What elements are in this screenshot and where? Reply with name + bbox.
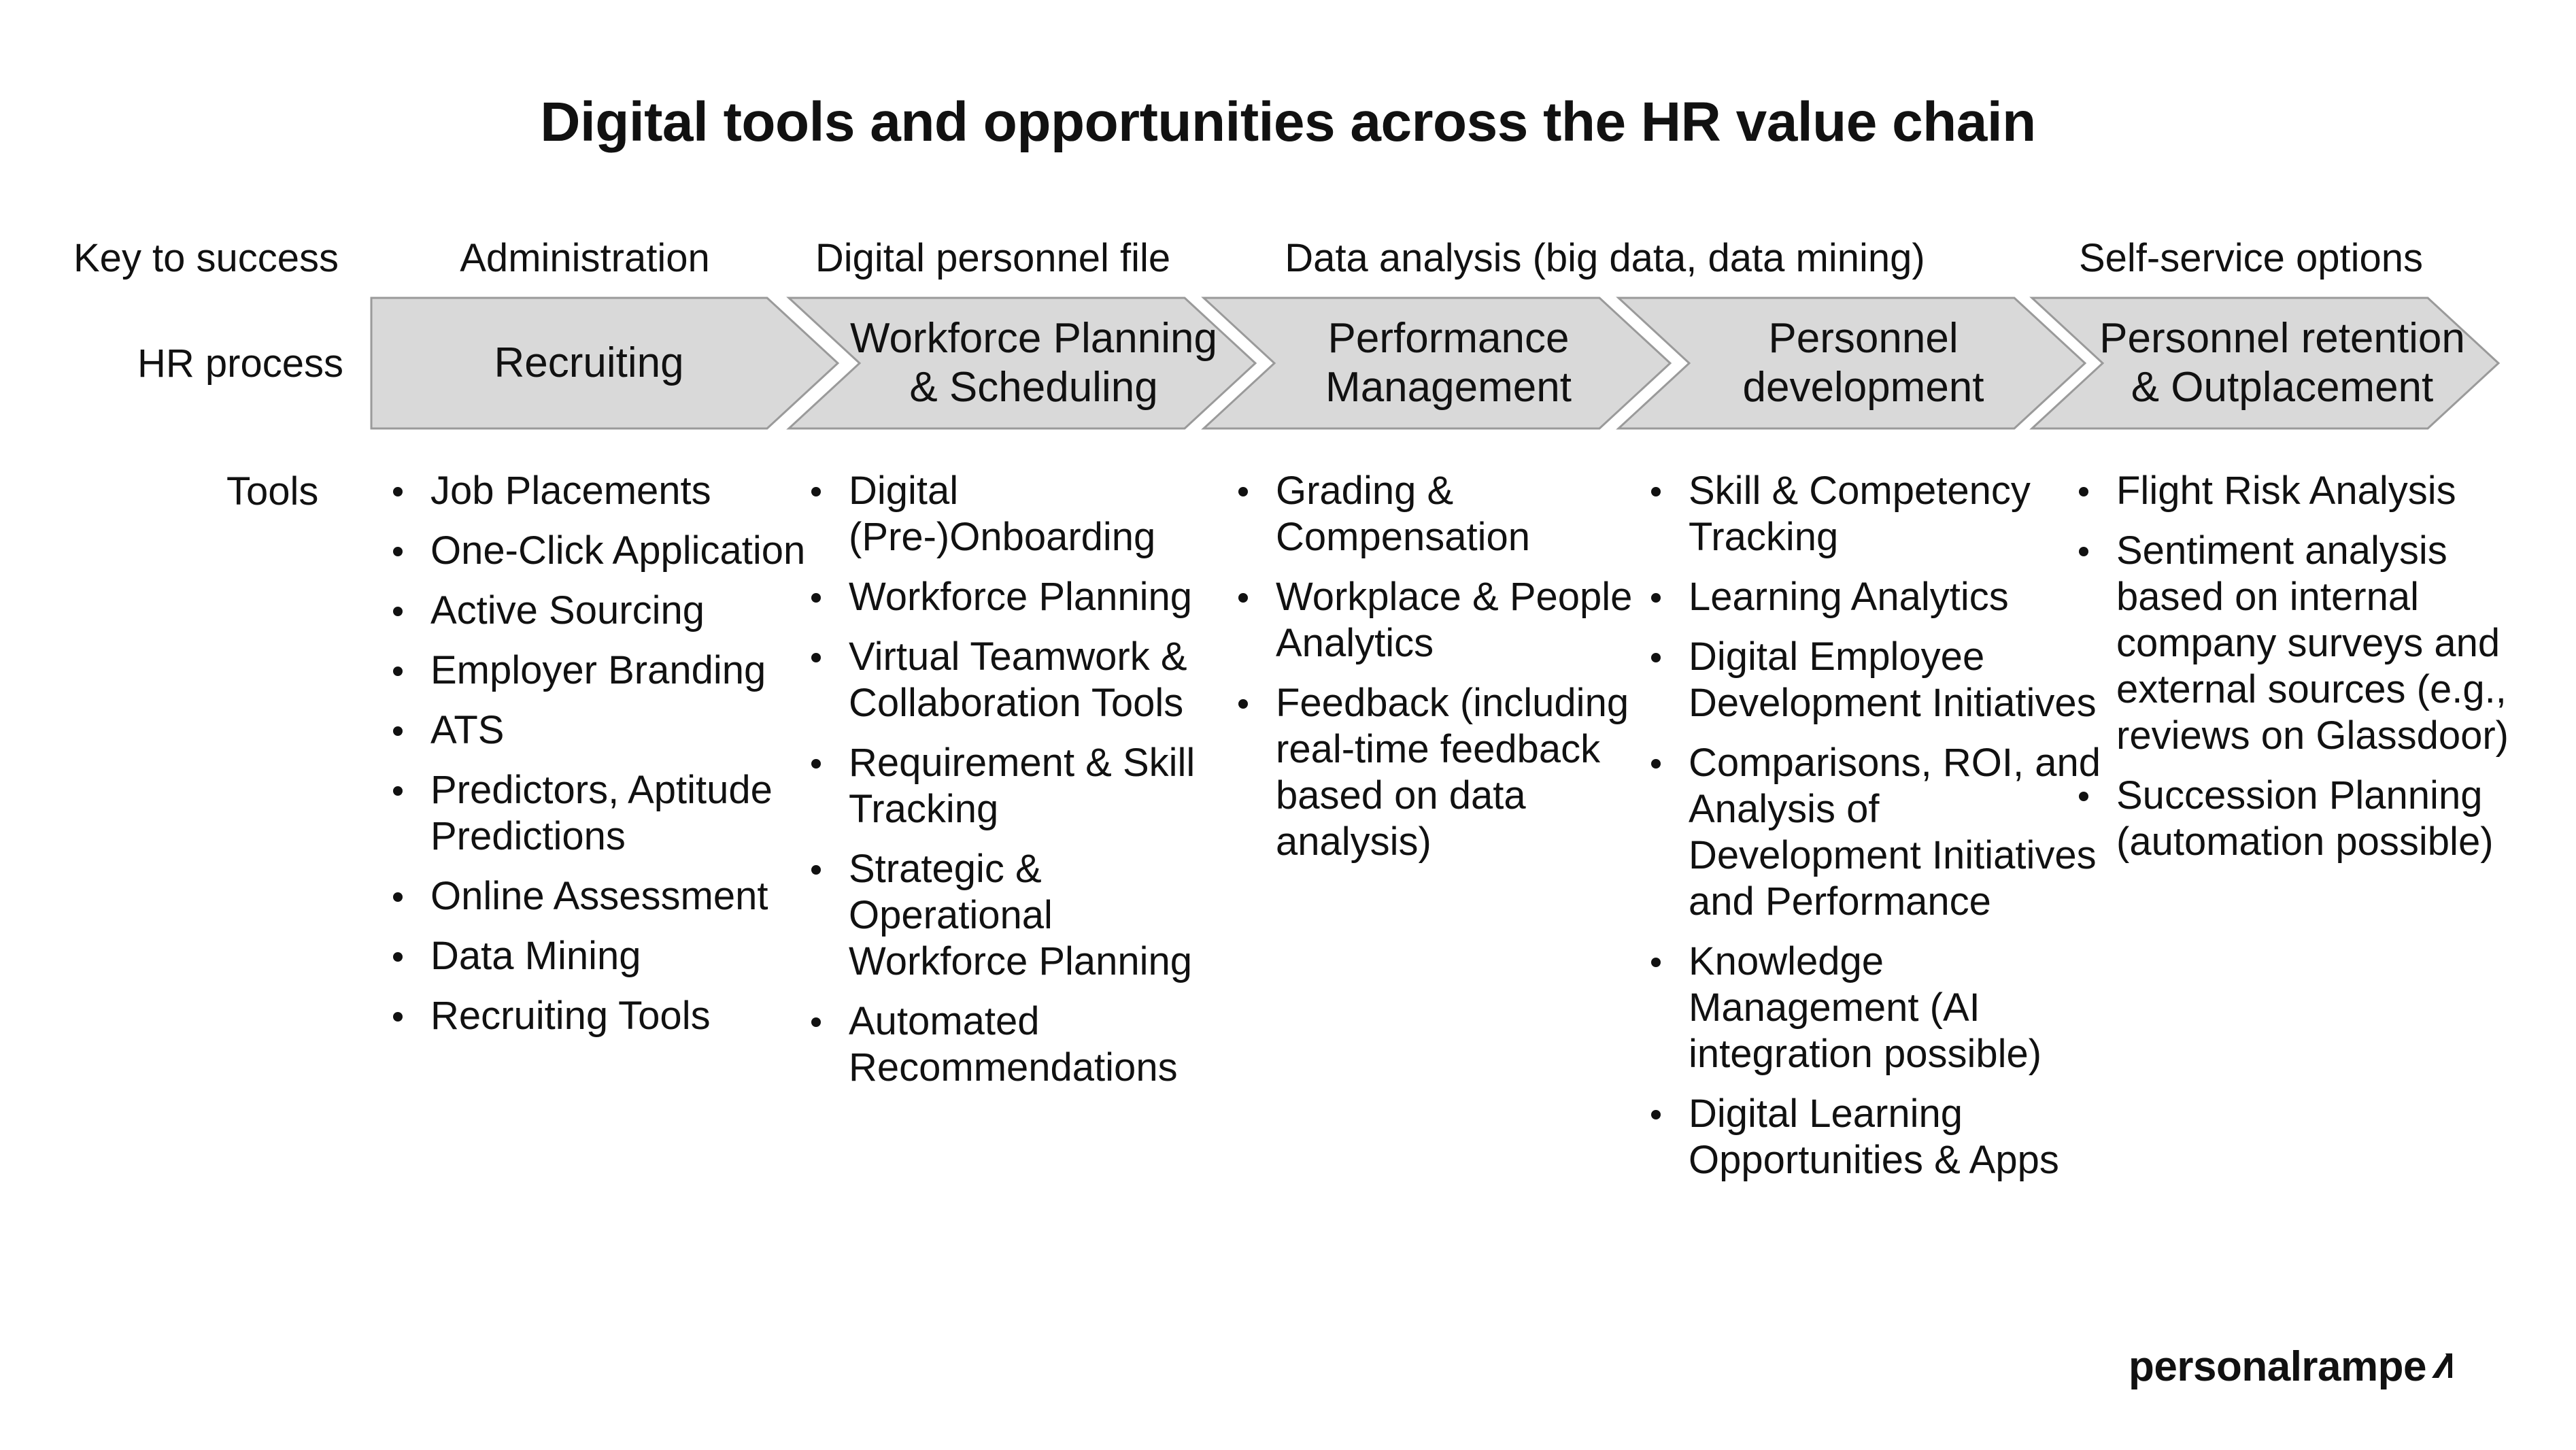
- list-item: Skill & Competency Tracking: [1651, 468, 2103, 560]
- list-item: Feedback (including real-time feedback b…: [1238, 680, 1684, 865]
- list-item: Digital Learning Opportunities & Apps: [1651, 1091, 2103, 1183]
- list-item: Comparisons, ROI, and Analysis of Develo…: [1651, 740, 2103, 925]
- tools-list-recruiting: Job Placements One-Click Application Act…: [371, 468, 866, 1053]
- process-personnel-retention-label: Personnel retention & Outplacement: [2099, 315, 2465, 411]
- tools-list-performance-management: Grading & Compensation Workplace & Peopl…: [1216, 468, 1684, 879]
- chevron-personnel-development: [1616, 297, 2087, 430]
- list-item: Recruiting Tools: [393, 993, 866, 1039]
- list-item: Requirement & Skill Tracking: [811, 740, 1236, 832]
- process-performance-management: Performance Management: [1238, 298, 1659, 428]
- list-item: Flight Risk Analysis: [2079, 468, 2538, 514]
- row-label-key-to-success: Key to success: [73, 236, 339, 280]
- list-item: Employer Branding: [393, 647, 866, 694]
- process-personnel-development: Personnel development: [1653, 298, 2074, 428]
- brand-logo: personalrampe: [2129, 1343, 2454, 1391]
- list-item: Grading & Compensation: [1238, 468, 1684, 560]
- list-item: Digital Employee Development Initiatives: [1651, 634, 2103, 726]
- list-item: Knowledge Management (AI integration pos…: [1651, 939, 2103, 1077]
- list-item: Digital (Pre-)Onboarding: [811, 468, 1236, 560]
- key-self-service-options: Self-service options: [2078, 236, 2424, 280]
- list-item: Workplace & People Analytics: [1238, 574, 1684, 667]
- slash-arrow-icon: [2429, 1343, 2454, 1391]
- list-item: Active Sourcing: [393, 588, 866, 634]
- chevron-personnel-retention: [2029, 297, 2501, 430]
- process-recruiting-label: Recruiting: [494, 339, 684, 386]
- list-item: Strategic & Operational Workforce Planni…: [811, 846, 1236, 985]
- list-item: Workforce Planning: [811, 574, 1236, 620]
- process-performance-management-label: Performance Management: [1325, 315, 1572, 411]
- list-item: Online Assessment: [393, 873, 866, 920]
- list-item: ATS: [393, 707, 866, 754]
- row-label-tools: Tools: [226, 469, 319, 513]
- key-digital-personnel-file: Digital personnel file: [815, 236, 1171, 280]
- tools-list-personnel-development: Skill & Competency Tracking Learning Ana…: [1629, 468, 2103, 1197]
- list-item: Succession Planning (automation possible…: [2079, 773, 2538, 865]
- list-item: Sentiment analysis based on internal com…: [2079, 528, 2538, 759]
- logo-wordmark: personalrampe: [2129, 1343, 2427, 1390]
- chevron-performance-management: [1201, 297, 1672, 430]
- list-item: Virtual Teamwork & Collaboration Tools: [811, 634, 1236, 726]
- tools-list-personnel-retention: Flight Risk Analysis Sentiment analysis …: [2056, 468, 2538, 879]
- list-item: Predictors, Aptitude Predictions: [393, 767, 866, 860]
- process-personnel-retention: Personnel retention & Outplacement: [2065, 298, 2500, 428]
- tools-list-workforce-planning: Digital (Pre-)Onboarding Workforce Plann…: [789, 468, 1236, 1105]
- list-item: One-Click Application: [393, 528, 866, 574]
- key-administration: Administration: [460, 236, 710, 280]
- list-item: Job Placements: [393, 468, 866, 514]
- list-item: Data Mining: [393, 933, 866, 979]
- list-item: Learning Analytics: [1651, 574, 2103, 620]
- row-label-hr-process: HR process: [137, 341, 343, 386]
- key-data-analysis: Data analysis (big data, data mining): [1285, 236, 1925, 280]
- process-workforce-planning-label: Workforce Planning & Scheduling: [850, 315, 1217, 411]
- page-title: Digital tools and opportunities across t…: [540, 91, 2036, 153]
- list-item: Automated Recommendations: [811, 998, 1236, 1091]
- chevron-workforce-planning: [786, 297, 1257, 430]
- process-workforce-planning: Workforce Planning & Scheduling: [823, 298, 1244, 428]
- process-personnel-development-label: Personnel development: [1742, 315, 1984, 411]
- process-recruiting: Recruiting: [378, 298, 800, 428]
- chevron-recruiting: [370, 297, 840, 430]
